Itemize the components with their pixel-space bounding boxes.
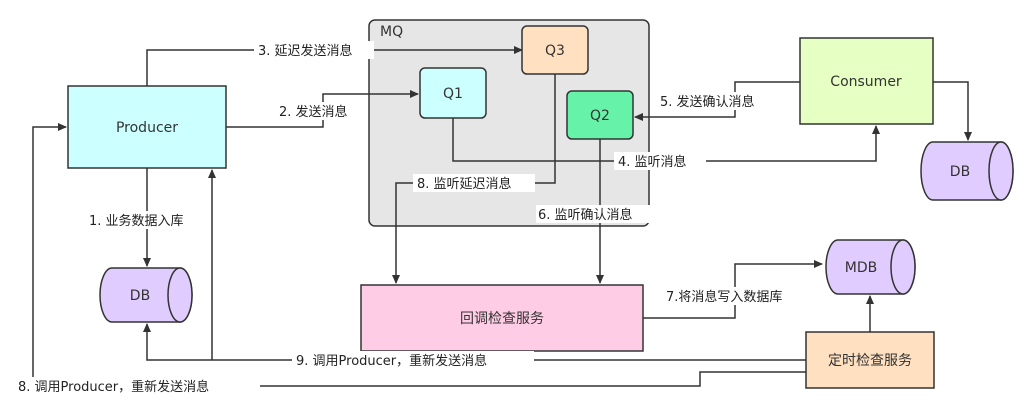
edge-consumer-db-line	[933, 81, 972, 141]
edge-2-label: 2. 发送消息	[279, 104, 348, 120]
q2-label: Q2	[590, 108, 610, 124]
edge-8b-line	[32, 123, 806, 387]
q3-node: Q3	[521, 25, 589, 75]
producer-label: Producer	[116, 120, 178, 136]
edge-3-label: 3. 延迟发送消息	[258, 43, 353, 59]
edge-8b-label: 8. 调用Producer，重新发送消息	[18, 379, 209, 395]
db-right-node: DB	[920, 141, 1014, 201]
consumer-node: Consumer	[799, 37, 934, 125]
timer-service-label: 定时检查服务	[828, 353, 912, 369]
mdb-label: MDB	[845, 260, 877, 276]
edge-labels: 3. 延迟发送消息 2. 发送消息 5. 发送确认消息 4. 监听消息 8. 监…	[14, 41, 812, 395]
mq-title: MQ	[380, 24, 403, 40]
edge-7-label: 7.将消息写入数据库	[666, 289, 782, 305]
edge-9-label: 9. 调用Producer，重新发送消息	[296, 353, 487, 369]
mdb-node: MDB	[825, 239, 916, 295]
q3-label: Q3	[545, 43, 565, 59]
edge-4-label: 4. 监听消息	[618, 154, 687, 170]
callback-service-label: 回调检查服务	[460, 311, 544, 327]
q2-node: Q2	[566, 90, 634, 140]
db-left-node: DB	[99, 267, 193, 323]
edge-3-line	[146, 46, 523, 86]
callback-service-node: 回调检查服务	[360, 284, 644, 352]
db-left-label: DB	[130, 288, 150, 304]
consumer-label: Consumer	[830, 74, 902, 90]
edge-1-label: 1. 业务数据入库	[89, 213, 184, 229]
edge-8a-label: 8. 监听延迟消息	[417, 176, 512, 192]
producer-node: Producer	[67, 85, 227, 169]
q1-node: Q1	[419, 67, 487, 119]
edge-5-label: 5. 发送确认消息	[660, 94, 755, 110]
edge-6-label: 6. 监听确认消息	[538, 207, 633, 223]
q1-label: Q1	[443, 86, 463, 102]
timer-service-node: 定时检查服务	[805, 331, 935, 389]
edge-9-line	[143, 323, 806, 361]
db-right-label: DB	[950, 164, 970, 180]
